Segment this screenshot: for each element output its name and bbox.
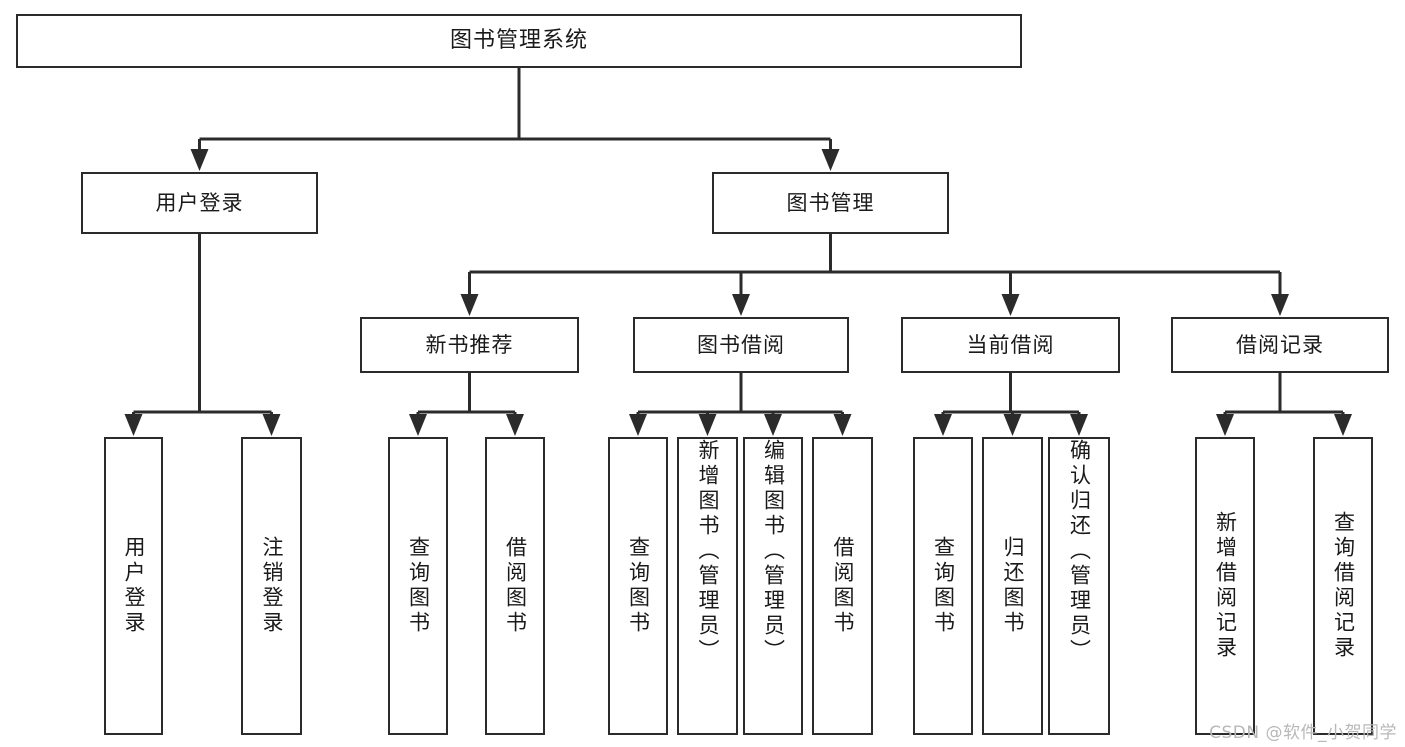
node-label: 查询图书 bbox=[406, 536, 431, 636]
node-newbook[interactable]: 新书推荐 bbox=[360, 317, 579, 373]
node-label: 新增图书（管理员） bbox=[696, 439, 720, 664]
node-leaf-user-login[interactable]: 用户登录 bbox=[104, 437, 163, 735]
node-leaf-re-query[interactable]: 查询借阅记录 bbox=[1313, 437, 1373, 735]
node-label: 图书管理 bbox=[786, 190, 875, 215]
node-label: 确认归还（管理员） bbox=[1067, 439, 1092, 664]
node-leaf-cu-return[interactable]: 归还图书 bbox=[982, 437, 1043, 735]
node-leaf-bo-query[interactable]: 查询图书 bbox=[608, 437, 668, 735]
node-leaf-bo-edit[interactable]: 编辑图书（管理员） bbox=[743, 437, 803, 735]
node-label: 编辑图书（管理员） bbox=[761, 439, 786, 664]
node-leaf-bo-add[interactable]: 新增图书（管理员） bbox=[677, 437, 738, 735]
node-label: 图书管理系统 bbox=[449, 28, 588, 54]
node-login[interactable]: 用户登录 bbox=[81, 172, 318, 234]
node-label: 用户登录 bbox=[155, 190, 244, 215]
node-label: 查询借阅记录 bbox=[1331, 511, 1356, 661]
node-leaf-cu-confirm[interactable]: 确认归还（管理员） bbox=[1048, 437, 1110, 735]
node-label: 借阅图书 bbox=[831, 536, 855, 636]
watermark: CSDN @软件_小贺同学 bbox=[1209, 723, 1397, 743]
node-label: 新增借阅记录 bbox=[1213, 511, 1238, 661]
node-leaf-cu-query[interactable]: 查询图书 bbox=[913, 437, 973, 735]
node-label: 借阅记录 bbox=[1236, 332, 1324, 357]
node-label: 当前借阅 bbox=[966, 332, 1055, 357]
node-label: 注销登录 bbox=[260, 536, 284, 636]
node-label: 查询图书 bbox=[931, 536, 956, 636]
node-root[interactable]: 图书管理系统 bbox=[16, 14, 1022, 68]
node-label: 查询图书 bbox=[626, 536, 651, 636]
node-leaf-re-add[interactable]: 新增借阅记录 bbox=[1195, 437, 1255, 735]
node-records[interactable]: 借阅记录 bbox=[1171, 317, 1389, 373]
node-label: 用户登录 bbox=[122, 536, 146, 636]
node-borrow[interactable]: 图书借阅 bbox=[633, 317, 849, 373]
node-label: 图书借阅 bbox=[697, 332, 785, 357]
node-current[interactable]: 当前借阅 bbox=[901, 317, 1120, 373]
node-bookmgmt[interactable]: 图书管理 bbox=[712, 172, 949, 234]
node-leaf-nb-query[interactable]: 查询图书 bbox=[388, 437, 448, 735]
node-leaf-nb-borrow[interactable]: 借阅图书 bbox=[485, 437, 545, 735]
node-leaf-user-logout[interactable]: 注销登录 bbox=[241, 437, 302, 735]
node-label: 新书推荐 bbox=[425, 332, 514, 357]
node-label: 借阅图书 bbox=[503, 536, 528, 636]
node-leaf-bo-borrow[interactable]: 借阅图书 bbox=[812, 437, 873, 735]
node-label: 归还图书 bbox=[1001, 536, 1025, 636]
